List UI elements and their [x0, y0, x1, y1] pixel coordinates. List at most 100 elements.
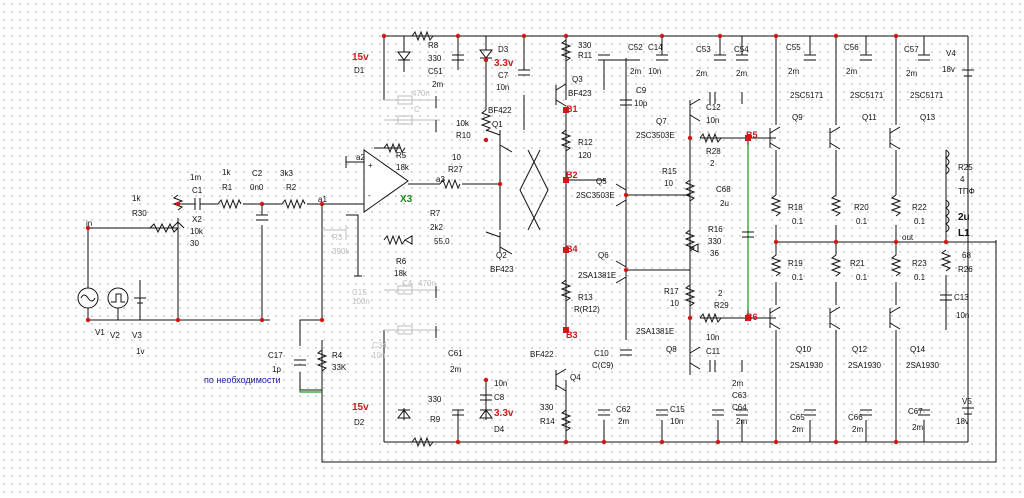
label-r10: 10k [456, 119, 470, 128]
label-c17: C17 [268, 351, 283, 360]
label-r9: 330 [428, 395, 442, 404]
label-v4-val: 18v [942, 65, 955, 74]
label-c66: 2m [852, 425, 863, 434]
resistors [149, 30, 722, 448]
label-r15: R15 [662, 167, 677, 176]
label-c65: 2m [792, 425, 803, 434]
label-c12: 10n [706, 116, 719, 125]
label-v1: V1 [95, 328, 105, 337]
label-r13: R(R12) [574, 305, 600, 314]
label-r12: 120 [578, 151, 592, 160]
ghost-label: C15 [352, 288, 367, 297]
label-v4: V4 [946, 49, 956, 58]
label-r12: R12 [578, 138, 593, 147]
supply-15v-bottom: 15v [352, 402, 369, 413]
label-r26: 68 [962, 251, 971, 260]
label-v5-val: 18v [956, 417, 969, 426]
label-q5: Q5 [596, 177, 607, 186]
ghost-label: 10n [372, 351, 385, 360]
label-r29: R29 [714, 301, 729, 310]
label-r19: R19 [788, 259, 803, 268]
ghost-label: R3 [332, 233, 343, 242]
label-c7: C7 [498, 71, 509, 80]
label-r16: R16 [708, 225, 723, 234]
label-x2: 10k [190, 227, 204, 236]
net-b6: B6 [746, 312, 758, 322]
label-r7: 2k2 [430, 223, 443, 232]
label-c54: 2m [736, 69, 747, 78]
label-q12: 2SA1930 [848, 361, 881, 370]
label-q6: Q6 [598, 251, 609, 260]
supply-15v-top: 15v [352, 52, 369, 63]
label-r20: R20 [854, 203, 869, 212]
label-c61: C61 [448, 349, 463, 358]
net-a3: a3 [436, 175, 445, 184]
note-text: по необходимости [204, 375, 281, 385]
label-r11: R11 [578, 51, 593, 60]
label-c66: C66 [848, 413, 863, 422]
label-c68: C68 [716, 185, 731, 194]
label-c56: C56 [844, 43, 859, 52]
label-q1: Q1 [492, 120, 503, 129]
label-r23: R23 [912, 259, 927, 268]
label-c1: 1m [190, 173, 201, 182]
label-d4: D4 [494, 425, 505, 434]
label-v5: V5 [962, 397, 972, 406]
label-c67: C67 [908, 407, 923, 416]
net-b2: B2 [566, 170, 578, 180]
label-c17: 1p [272, 365, 281, 374]
label-c53: C53 [696, 45, 711, 54]
label-r4: 33K [332, 363, 347, 372]
label-c14: C14 [648, 43, 663, 52]
label-c53: 2m [696, 69, 707, 78]
label-q8: 2SA1381E [636, 327, 674, 336]
pot-arrows [171, 221, 699, 253]
label-r17: 10 [670, 299, 679, 308]
label-c13: C13 [954, 293, 969, 302]
label-r13: R13 [578, 293, 593, 302]
label-c63: 2m [732, 379, 743, 388]
label-r25: ТПФ [958, 187, 975, 196]
label-c7: 10n [496, 83, 509, 92]
label-q2: Q2 [496, 251, 507, 260]
speaker-load [945, 149, 950, 175]
label-r30: 1k [132, 194, 141, 203]
label-c14: 10n [648, 67, 661, 76]
label-r19: 0.1 [792, 273, 804, 282]
label-c11: C11 [706, 347, 721, 356]
ghost-label: 100n [352, 297, 370, 306]
label-c51: 2m [432, 80, 443, 89]
label-r25: R25 [958, 163, 973, 172]
label-q1: BF422 [488, 106, 512, 115]
supply-3v3-bottom: 3.3v [494, 408, 514, 419]
sources [77, 69, 974, 415]
label-c61: 2m [450, 365, 461, 374]
label-r6: R6 [396, 257, 407, 266]
ground-symbols [345, 92, 743, 372]
label-q10: 2SA1930 [790, 361, 823, 370]
label-q7: Q7 [656, 117, 667, 126]
label-r10: R10 [456, 131, 471, 140]
label-r5: 18k [396, 163, 410, 172]
vertical-resistors [172, 39, 952, 432]
label-r30: R30 [132, 209, 147, 218]
label-c54: C54 [734, 45, 749, 54]
net-in: in [86, 219, 92, 228]
label-c11: 10n [706, 333, 719, 342]
label-r29: 2 [718, 289, 723, 298]
label-r26: R26 [958, 265, 973, 274]
ghost-label: C [414, 105, 420, 114]
label-r5: R5 [396, 151, 407, 160]
label-r27: R27 [448, 165, 463, 174]
label-c57: C57 [904, 45, 919, 54]
label-r28: R28 [706, 147, 721, 156]
label-q14: Q14 [910, 345, 926, 354]
transistors [485, 83, 901, 392]
label-l1: L1 [958, 228, 970, 239]
supply-3v3-top: 3.3v [494, 58, 514, 69]
opamp-x3 [363, 149, 409, 213]
label-c2: 0n0 [250, 183, 264, 192]
label-q5: 2SC3503E [576, 191, 615, 200]
label-q4: Q4 [570, 373, 581, 382]
label-c62: 2m [618, 417, 629, 426]
